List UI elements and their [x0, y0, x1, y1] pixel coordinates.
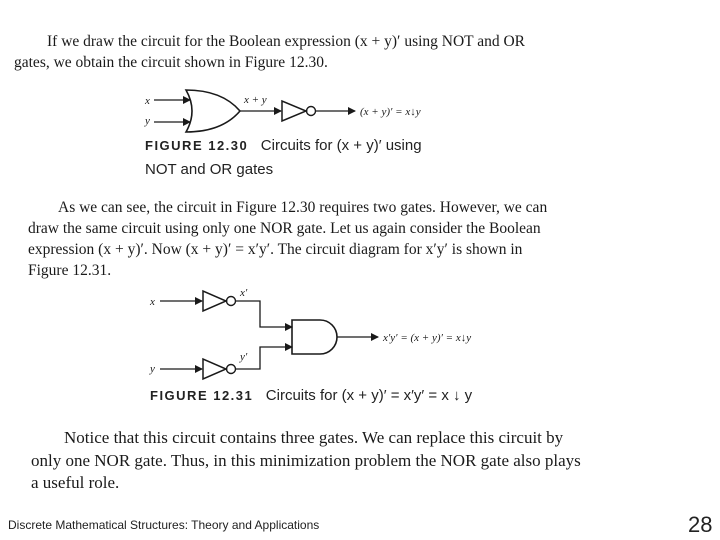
- paragraph-line: expression (x + y)′. Now (x + y)′ = x′y′…: [28, 241, 523, 258]
- figure-caption-text: Circuits for (x + y)′ = x′y′ = x ↓ y: [265, 387, 473, 404]
- figure-12-30-caption-line2: NOT and OR gates: [145, 161, 274, 178]
- not-bubble-icon: [305, 105, 317, 117]
- figure-12-31-caption: FIGURE 12.31 Circuits for (x + y)′ = x′y…: [150, 387, 472, 404]
- not-gate-icon: [281, 99, 308, 123]
- fig31-wire-x-to-and: [236, 300, 293, 331]
- paragraph-line: a useful role.: [31, 473, 120, 492]
- paragraph-line: only one NOR gate. Thus, in this minimiz…: [31, 450, 581, 470]
- fig31-input-x: x: [149, 296, 155, 308]
- not-bubble-y-icon: [225, 363, 237, 375]
- not-bubble-x-icon: [225, 295, 237, 307]
- not-gate-y-icon: [202, 357, 228, 381]
- paragraph-intro: If we draw the circuit for the Boolean e…: [14, 31, 525, 73]
- paragraph-line: draw the same circuit using only one NOR…: [28, 220, 541, 237]
- figure-12-30-caption: FIGURE 12.30 Circuits for (x + y)′ using: [145, 137, 422, 154]
- paragraph-line: Notice that this circuit contains three …: [64, 428, 564, 447]
- fig31-input-y: y: [149, 363, 155, 375]
- figure-label: FIGURE 12.31: [150, 388, 254, 403]
- fig31-wire-x-label: x′: [239, 287, 248, 299]
- paragraph-line: If we draw the circuit for the Boolean e…: [47, 33, 526, 50]
- figure-label: FIGURE 12.30: [145, 138, 249, 153]
- fig31-wire-y-to-and: [236, 343, 293, 370]
- not-gate-x-icon: [202, 289, 228, 313]
- page-number: 28: [688, 512, 713, 537]
- paragraph-line: As we can see, the circuit in Figure 12.…: [58, 199, 548, 216]
- figure-12-31-diagram: x y x′ y′ x′y′ = (x + y)′ = x↓y: [149, 287, 471, 381]
- paragraph-line: gates, we obtain the circuit shown in Fi…: [14, 54, 328, 71]
- figure-caption-text: Circuits for (x + y)′ using: [260, 137, 422, 154]
- and-gate-icon: [291, 319, 338, 355]
- paragraph-conclusion: Notice that this circuit contains three …: [31, 427, 581, 495]
- paragraph-line: Figure 12.31.: [28, 262, 112, 279]
- or-gate-icon: [184, 89, 242, 133]
- figure-12-30-diagram: x y x + y (x + y)′ = x↓y: [144, 89, 421, 133]
- fig30-input-x: x: [144, 95, 150, 107]
- fig31-wire-y-label: y′: [239, 351, 248, 363]
- fig30-output-label: (x + y)′ = x↓y: [360, 106, 421, 118]
- fig30-input-y: y: [144, 115, 150, 127]
- paragraph-nor-explanation: As we can see, the circuit in Figure 12.…: [28, 197, 547, 281]
- fig31-output-label: x′y′ = (x + y)′ = x↓y: [382, 332, 471, 344]
- footer-book-title: Discrete Mathematical Structures: Theory…: [8, 518, 320, 532]
- fig30-wire-label: x + y: [243, 94, 267, 106]
